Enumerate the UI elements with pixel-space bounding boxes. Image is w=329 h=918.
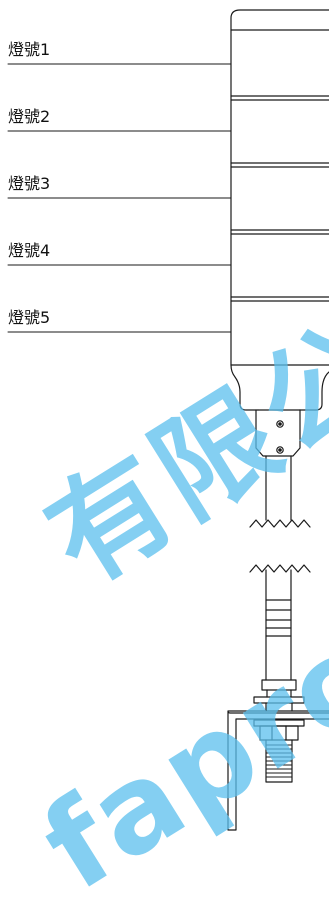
upper-washer (253, 696, 305, 704)
set-screw-top (276, 420, 284, 428)
break-mark-upper (249, 519, 311, 528)
signal-label-5: 燈號5 (8, 308, 51, 327)
lower-washer (253, 719, 305, 727)
signal-label-4: 燈號4 (8, 241, 51, 260)
signal-tower-diagram: 燈號1 燈號2 燈號3 燈號4 燈號5 有限公 fapro (7, 9, 329, 918)
tower-base-right (299, 371, 329, 411)
set-screw-bottom-inner (278, 448, 282, 452)
signal-label-2: 燈號2 (8, 107, 51, 126)
threaded-stud-upper (265, 702, 293, 712)
lower-nut (259, 725, 299, 741)
break-mark-lower (249, 564, 311, 573)
tower-base-left (230, 364, 259, 411)
l-bracket (227, 710, 329, 831)
tower-top-cap (230, 9, 329, 31)
set-screw-bottom (276, 446, 284, 454)
thread-lines (265, 744, 293, 778)
mount-neck (255, 409, 301, 457)
set-screw-top-inner (278, 422, 282, 426)
signal-label-3: 燈號3 (8, 174, 51, 193)
signal-label-1: 燈號1 (8, 40, 51, 59)
upper-nut (261, 679, 297, 691)
signal-tower-drawing (7, 9, 329, 831)
